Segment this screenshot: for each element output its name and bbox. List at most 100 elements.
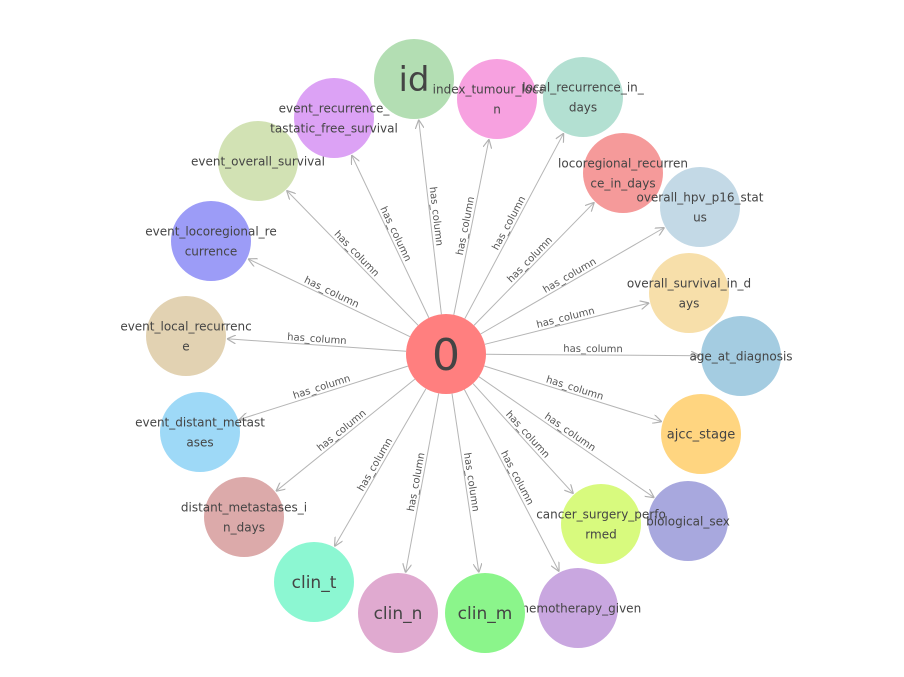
node-label: locoregional_recurren	[558, 156, 688, 170]
edge-label: has_column	[302, 275, 360, 311]
node-circle[interactable]	[204, 477, 284, 557]
node-ajcc-stage[interactable]: ajcc_stage	[661, 394, 741, 474]
edge-overall_survival_in_days: has_column	[484, 303, 649, 345]
node-locoregional-recurrence-in-days[interactable]: locoregional_recurren ce_in_days	[558, 133, 688, 213]
node-label: rmed	[585, 527, 616, 541]
node-circle[interactable]	[660, 167, 740, 247]
edge-label: has_column	[506, 235, 555, 285]
node-label: days	[569, 100, 597, 114]
node-clin-m[interactable]: clin_m	[445, 573, 525, 653]
node-circle[interactable]	[374, 39, 454, 119]
node-label: biological_sex	[646, 514, 730, 528]
node-label: event_overall_survival	[191, 154, 325, 168]
node-circle[interactable]	[543, 57, 623, 137]
node-circle[interactable]	[701, 316, 781, 396]
node-label: ce_in_days	[590, 176, 655, 190]
edge-biological_sex: has_column	[478, 376, 654, 498]
node-label: event_recurrence_	[279, 101, 391, 115]
node-biological-sex[interactable]: biological_sex	[646, 481, 730, 561]
node-event-local-recurrence[interactable]: event_local_recurrence	[120, 296, 252, 376]
node-label: local_recurrence_in_	[522, 80, 645, 94]
node-circle[interactable]	[146, 296, 226, 376]
node-label: event_distant_metast	[135, 415, 265, 429]
edge-event_distant_metastases: has_column	[239, 365, 409, 420]
edge-label: has_column	[545, 375, 605, 403]
node-id[interactable]: id	[374, 39, 454, 119]
node-overall-survival-in-days[interactable]: overall_survival_in_days	[627, 253, 751, 333]
edge-label: has_column	[498, 449, 535, 507]
edge-id: has_column	[419, 120, 445, 315]
edge-arrow	[227, 339, 407, 352]
edge-arrow	[451, 393, 479, 573]
node-label: id	[398, 60, 429, 100]
node-center[interactable]: 0	[406, 314, 486, 394]
edge-clin_t: has_column	[335, 388, 427, 547]
node-label: overall_hpv_p16_stat	[636, 190, 763, 204]
edge-label: has_column	[491, 194, 529, 252]
edge-arrow	[419, 120, 442, 315]
node-clin-n[interactable]: clin_n	[358, 573, 438, 653]
edge-clin_m: has_column	[451, 393, 481, 573]
edge-arrow	[485, 354, 700, 355]
node-circle[interactable]	[457, 59, 537, 139]
node-circle[interactable]	[294, 78, 374, 158]
node-circle[interactable]	[274, 542, 354, 622]
node-label: ases	[186, 435, 213, 449]
edge-locoregional_recurrence_in_days: has_column	[473, 202, 594, 326]
node-event-recurrence-metastatic-free-survival[interactable]: event_recurrence_ tastatic_free_survival	[270, 78, 398, 158]
node-label: ajcc_stage	[667, 428, 735, 443]
node-circle[interactable]	[358, 573, 438, 653]
node-label: chemotherapy_given	[515, 601, 641, 615]
node-circle[interactable]	[538, 568, 618, 648]
edge-label: has_column	[563, 344, 623, 355]
node-chemotherapy-given[interactable]: chemotherapy_given	[515, 568, 641, 648]
edge-event_recurrence_metastatic_free_survival: has_column	[352, 155, 430, 319]
edge-label: has_column	[541, 256, 598, 295]
node-distant-metastases-in-days[interactable]: distant_metastases_i n_days	[181, 477, 307, 557]
node-circle[interactable]	[160, 392, 240, 472]
node-clin-t[interactable]: clin_t	[274, 542, 354, 622]
node-event-distant-metastases[interactable]: event_distant_metastases	[135, 392, 265, 472]
edge-arrow	[473, 202, 594, 326]
edge-arrow	[464, 133, 564, 319]
node-label: clin_m	[458, 604, 513, 624]
node-circle[interactable]	[648, 481, 728, 561]
edge-label: has_column	[406, 452, 428, 513]
node-age-at-diagnosis[interactable]: age_at_diagnosis	[689, 316, 793, 396]
node-label: clin_t	[292, 573, 337, 593]
node-circle[interactable]	[445, 573, 525, 653]
node-circle[interactable]	[661, 394, 741, 474]
node-label: event_local_recurrenc	[120, 319, 251, 333]
edge-label: has_column	[535, 306, 595, 331]
node-circle[interactable]	[406, 314, 486, 394]
node-circle[interactable]	[583, 133, 663, 213]
node-event-overall-survival[interactable]: event_overall_survival	[191, 121, 325, 201]
node-label: event_locoregional_re	[145, 224, 276, 238]
node-label: tastatic_free_survival	[270, 121, 398, 135]
edge-event_locoregional_recurrence: has_column	[248, 259, 411, 338]
edge-arrow	[463, 389, 559, 572]
edge-label: has_column	[377, 205, 412, 263]
node-circle[interactable]	[171, 201, 251, 281]
edge-arrow	[335, 388, 427, 547]
edge-label: has_column	[292, 373, 352, 401]
node-circle[interactable]	[649, 253, 729, 333]
node-label: distant_metastases_i	[181, 500, 307, 514]
edge-label: has_column	[427, 186, 445, 246]
edge-arrow	[352, 155, 430, 319]
node-local-recurrence-in-days[interactable]: local_recurrence_in_days	[522, 57, 645, 137]
edge-arrow	[480, 228, 665, 335]
node-label: n	[493, 102, 501, 116]
node-label: ays	[679, 296, 700, 310]
edge-age_at_diagnosis: has_column	[485, 344, 700, 356]
node-circle[interactable]	[561, 484, 641, 564]
edge-arrow	[287, 190, 419, 326]
node-event-locoregional-recurrence[interactable]: event_locoregional_recurrence	[145, 201, 277, 281]
node-label: us	[693, 210, 707, 224]
node-circle[interactable]	[218, 121, 298, 201]
node-label: n_days	[223, 520, 265, 534]
